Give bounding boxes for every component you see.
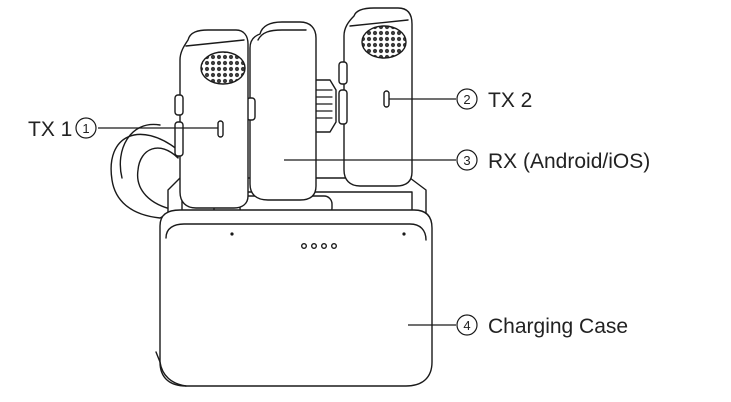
- svg-text:1: 1: [82, 121, 89, 136]
- callouts: TX 1 1 2 TX 2 3 RX (Android/iOS) 4 Charg…: [28, 88, 650, 338]
- tx1-device: [174, 29, 249, 209]
- leader-lines: [98, 98, 456, 326]
- tx2-led: [383, 90, 390, 108]
- svg-text:4: 4: [463, 318, 470, 333]
- svg-text:3: 3: [463, 153, 470, 168]
- label-case: Charging Case: [488, 315, 628, 338]
- case-body: [155, 209, 433, 387]
- label-tx2: TX 2: [488, 89, 532, 112]
- rx-device: [246, 21, 337, 201]
- callout-number-1: 1: [75, 117, 97, 139]
- tx1-mic-grille: [200, 51, 246, 85]
- tx1-led: [217, 120, 224, 138]
- callout-number-2: 2: [456, 88, 478, 110]
- case-lid: [110, 123, 179, 219]
- label-tx1: TX 1: [28, 118, 72, 141]
- battery-indicator-dots: [301, 242, 338, 249]
- callout-number-3: 3: [456, 149, 478, 171]
- callout-number-4: 4: [456, 314, 478, 336]
- svg-text:2: 2: [463, 92, 470, 107]
- label-rx: RX (Android/iOS): [488, 150, 650, 173]
- tx2-device: [338, 7, 413, 187]
- tx2-mic-grille: [361, 25, 407, 59]
